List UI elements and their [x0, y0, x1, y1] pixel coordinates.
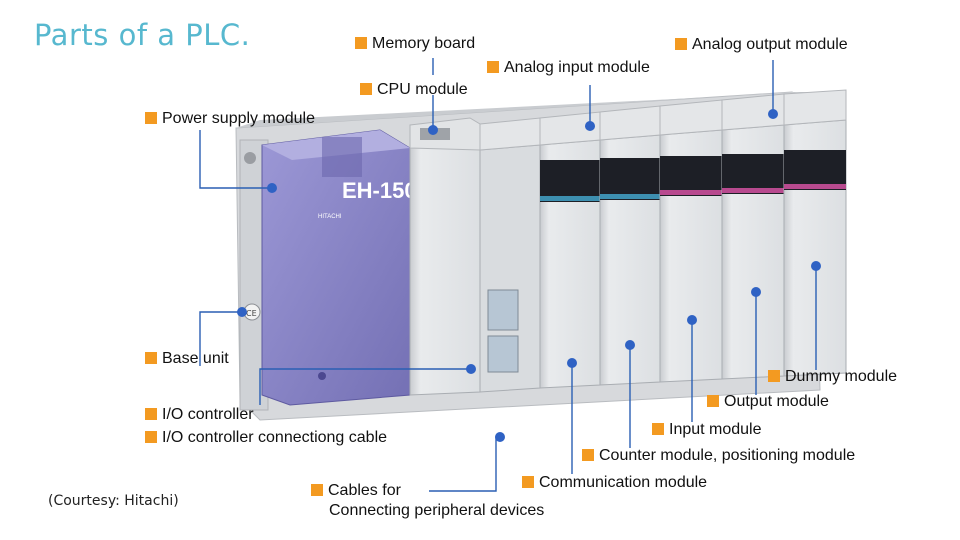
- marker-icon: [707, 395, 719, 407]
- marker-icon: [768, 370, 780, 382]
- leader-lines: [199, 58, 817, 492]
- marker-icon: [522, 476, 534, 488]
- label-analog-input-module: Analog input module: [487, 59, 650, 77]
- io-modules: [479, 89, 847, 393]
- label-output-module: Output module: [707, 393, 829, 411]
- label-io-controller-cable: I/O controller connectiong cable: [145, 429, 387, 447]
- marker-icon: [355, 37, 367, 49]
- label-connecting-peripheral-devices: Connecting peripheral devices: [329, 502, 545, 519]
- marker-icon: [360, 83, 372, 95]
- label-counter-module: Counter module, positioning module: [582, 447, 855, 465]
- marker-icon: [145, 408, 157, 420]
- maker-label: HITACHI: [318, 214, 342, 220]
- marker-icon: [675, 38, 687, 50]
- label-cables-for: Cables for: [311, 482, 401, 500]
- model-label: EH-150: [342, 178, 417, 203]
- power-supply-module: EH-150 HITACHI: [261, 129, 417, 406]
- marker-icon: [487, 61, 499, 73]
- label-io-controller: I/O controller: [145, 406, 254, 424]
- callout-dots: [237, 109, 821, 442]
- label-dummy-module: Dummy module: [768, 368, 897, 386]
- label-cpu-module: CPU module: [360, 81, 468, 99]
- label-memory-board: Memory board: [355, 35, 475, 53]
- label-base-unit: Base unit: [145, 350, 229, 368]
- page-title: Parts of a PLC.: [34, 18, 251, 52]
- marker-icon: [582, 449, 594, 461]
- marker-icon: [311, 484, 323, 496]
- label-power-supply-module: Power supply module: [145, 110, 315, 128]
- courtesy-credit: (Courtesy: Hitachi): [48, 493, 179, 509]
- label-communication-module: Communication module: [522, 474, 707, 492]
- label-input-module: Input module: [652, 421, 762, 439]
- svg-text:CE: CE: [246, 309, 257, 318]
- marker-icon: [145, 352, 157, 364]
- marker-icon: [652, 423, 664, 435]
- marker-icon: [145, 112, 157, 124]
- label-analog-output-module: Analog output module: [675, 36, 848, 54]
- marker-icon: [145, 431, 157, 443]
